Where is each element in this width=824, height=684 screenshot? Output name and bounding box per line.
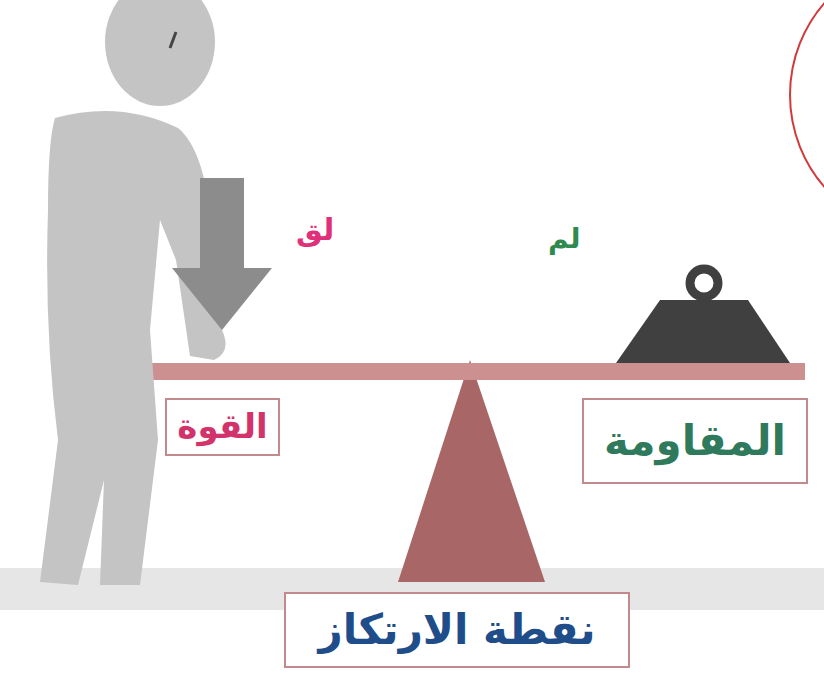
- resistance-arm-label: لم: [548, 222, 580, 255]
- stamp-circle: [790, 0, 824, 235]
- box-text: القوة: [177, 408, 267, 445]
- force-arrow: [172, 178, 272, 330]
- box-text: نقطة الارتكاز: [319, 607, 596, 653]
- force-box: القوة: [165, 398, 280, 456]
- fulcrum-triangle: [398, 360, 545, 582]
- resistance-box: المقاومة: [582, 398, 808, 484]
- weight: [616, 269, 790, 363]
- lever-beam: [138, 363, 805, 380]
- box-text: المقاومة: [604, 418, 786, 464]
- fulcrum-box: نقطة الارتكاز: [284, 592, 630, 668]
- force-arm-label: لق: [296, 212, 334, 247]
